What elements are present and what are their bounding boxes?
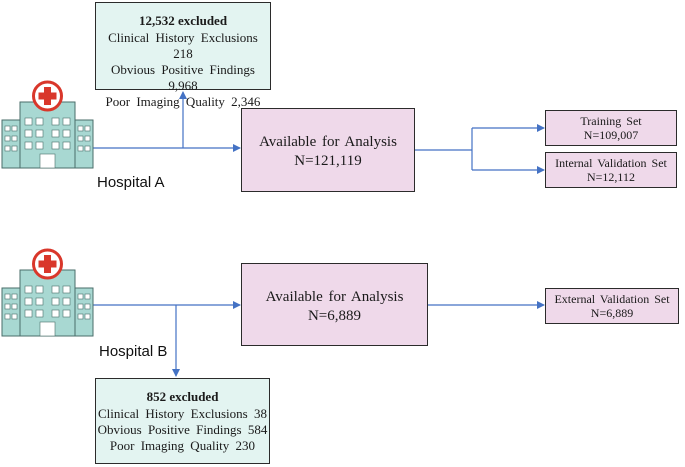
- exclusion-line-clinical-history: Clinical History Exclusions 218: [108, 30, 258, 61]
- exclusion-line-imaging-quality: Poor Imaging Quality 2,346: [105, 94, 261, 109]
- internal-validation-count: N=12,112: [587, 170, 635, 184]
- excluded-title: 852 excluded: [146, 389, 219, 404]
- available-count: N=6,889: [307, 308, 362, 324]
- internal-validation-label: Internal Validation Set: [555, 156, 667, 170]
- hospital-a-label: Hospital A: [97, 174, 165, 191]
- exclusion-line-imaging-quality: Poor Imaging Quality 230: [109, 438, 256, 453]
- external-validation-label: External Validation Set: [554, 292, 670, 306]
- exclusion-line-positive-findings: Obvious Positive Findings 9,968: [111, 62, 255, 93]
- training-set-box: Training Set N=109,007: [545, 110, 677, 146]
- excluded-box-hospital-a: 12,532 excluded Clinical History Exclusi…: [95, 2, 271, 109]
- training-set-count: N=109,007: [583, 128, 639, 142]
- exclusion-line-positive-findings: Obvious Positive Findings 584: [97, 422, 268, 437]
- hospital-a-icon: [1, 80, 94, 169]
- available-box-hospital-b: Available for Analysis N=6,889: [241, 263, 428, 346]
- available-label: Available for Analysis: [259, 134, 397, 150]
- excluded-box-hospital-b: 852 excluded Clinical History Exclusions…: [95, 378, 270, 464]
- training-set-label: Training Set: [580, 114, 642, 128]
- external-validation-box: External Validation Set N=6,889: [545, 288, 679, 324]
- hospital-b-icon: [1, 248, 94, 337]
- available-box-hospital-a: Available for Analysis N=121,119: [241, 108, 415, 192]
- hospital-b-label: Hospital B: [99, 343, 168, 360]
- external-validation-count: N=6,889: [590, 306, 634, 320]
- excluded-title: 12,532 excluded: [138, 13, 228, 28]
- internal-validation-box: Internal Validation Set N=12,112: [545, 152, 677, 188]
- available-label: Available for Analysis: [265, 289, 404, 305]
- available-count: N=121,119: [294, 153, 362, 169]
- exclusion-line-clinical-history: Clinical History Exclusions 38: [98, 406, 267, 421]
